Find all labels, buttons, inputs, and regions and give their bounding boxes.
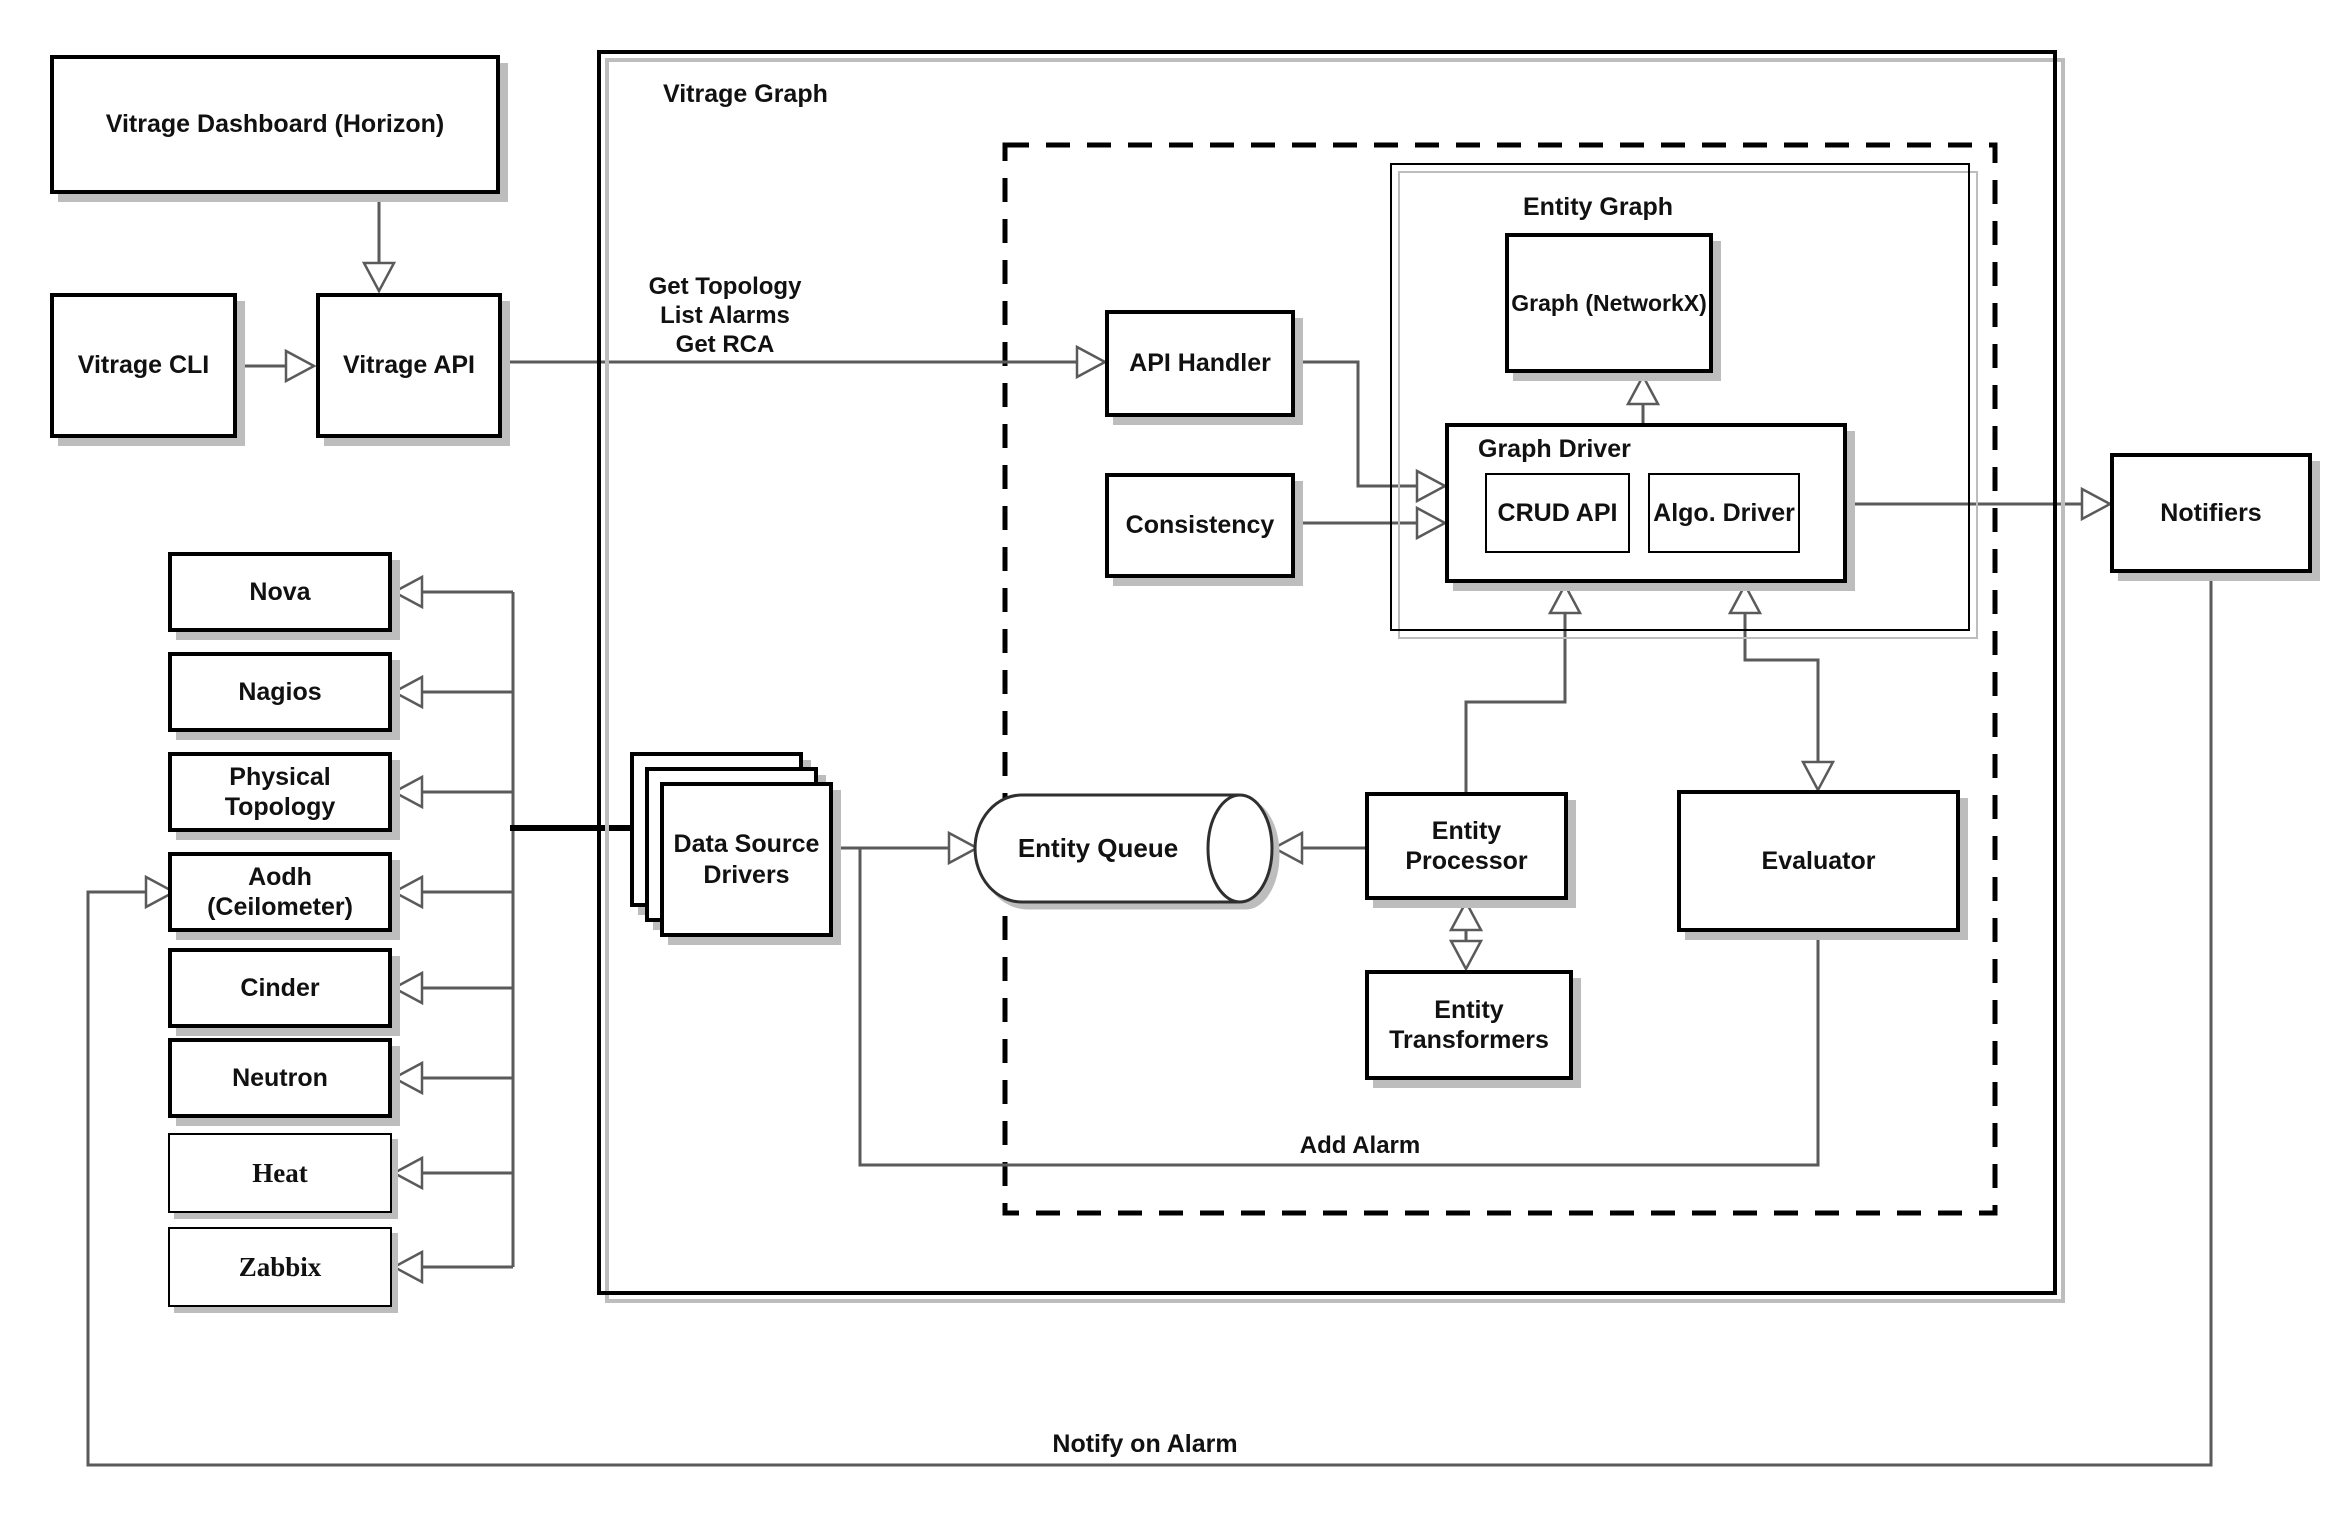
- datasource-aodh-node: Aodh (Ceilometer): [168, 852, 392, 932]
- api-handler-node: API Handler: [1105, 310, 1295, 417]
- datasource-zabbix-node: Zabbix: [168, 1227, 392, 1307]
- consistency-node: Consistency: [1105, 473, 1295, 578]
- graph-networkx-node: Graph (NetworkX): [1505, 233, 1713, 373]
- edge-drivers-to-queue: [835, 830, 980, 866]
- edge-notify-on-alarm: [86, 575, 2213, 1467]
- datasource-cinder-node: Cinder: [168, 948, 392, 1028]
- graph-driver-title: Graph Driver: [1478, 435, 1631, 463]
- get-rca-label: Get RCA: [675, 331, 775, 358]
- entity-queue-label: Entity Queue: [1017, 833, 1179, 863]
- entity-queue-cylinder: [973, 793, 1274, 904]
- data-source-drivers-node: Data Source Drivers: [660, 782, 833, 937]
- datasource-nova-node: Nova: [168, 552, 392, 632]
- entity-graph-container: [1390, 163, 1970, 631]
- notifiers-node: Notifiers: [2110, 453, 2312, 573]
- entity-graph-title: Entity Graph: [1522, 193, 1674, 221]
- edge-cli-to-api: [237, 348, 317, 384]
- entity-transformers-node: Entity Transformers: [1365, 970, 1573, 1080]
- edge-entity-processor-to-crud-api: [1464, 582, 1583, 792]
- edge-add-alarm: [858, 848, 1820, 1167]
- datasource-nagios-node: Nagios: [168, 652, 392, 732]
- api-edge-labels: Get Topology List Alarms Get RCA: [649, 272, 802, 359]
- add-alarm-label: Add Alarm: [1299, 1132, 1421, 1159]
- edge-graph-driver-to-networkx: [1625, 373, 1661, 423]
- edge-graph-driver-evaluator: [1727, 582, 1836, 793]
- vitrage-graph-container: [597, 50, 2057, 1295]
- crud-api-node: CRUD API: [1485, 473, 1630, 553]
- vitrage-dashboard-node: Vitrage Dashboard (Horizon): [50, 55, 500, 194]
- dashed-processing-boundary: [1002, 142, 1998, 1216]
- list-alarms-label: List Alarms: [660, 302, 790, 329]
- entity-processor-node: Entity Processor: [1365, 792, 1568, 900]
- edge-entity-processor-transformers: [1448, 899, 1484, 972]
- vitrage-graph-title: Vitrage Graph: [663, 80, 828, 108]
- edge-consistency-to-graph-driver: [1295, 505, 1448, 541]
- get-topology-label: Get Topology: [648, 273, 802, 300]
- edge-entity-processor-to-queue: [1271, 830, 1365, 866]
- edge-graph-driver-to-notifiers: [1847, 486, 2113, 522]
- evaluator-node: Evaluator: [1677, 790, 1960, 932]
- datasource-neutron-node: Neutron: [168, 1038, 392, 1118]
- datasource-physical-topology-node: Physical Topology: [168, 752, 392, 832]
- algo-driver-node: Algo. Driver: [1648, 473, 1800, 553]
- notify-on-alarm-label: Notify on Alarm: [1052, 1430, 1238, 1458]
- edge-drivers-to-datasources: [391, 574, 636, 1285]
- edge-dashboard-to-api: [361, 194, 397, 294]
- vitrage-api-node: Vitrage API: [316, 293, 502, 438]
- edge-api-handler-to-graph-driver: [1295, 360, 1448, 504]
- vitrage-cli-node: Vitrage CLI: [50, 293, 237, 438]
- datasource-heat-node: Heat: [168, 1133, 392, 1213]
